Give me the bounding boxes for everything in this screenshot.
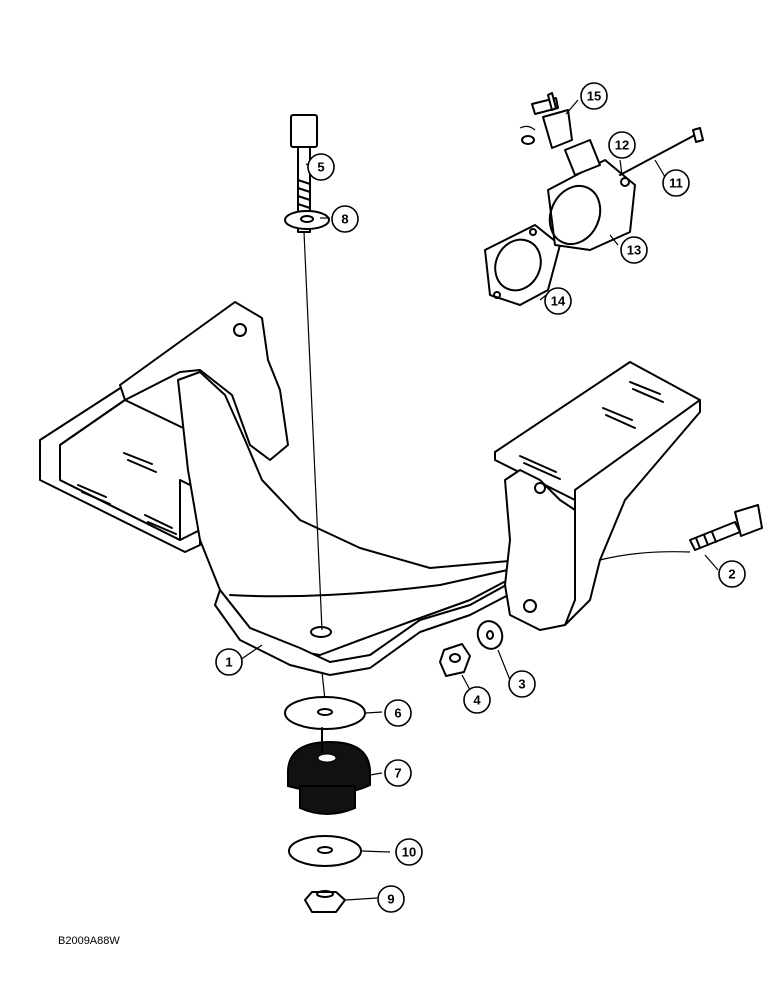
callout-6: 6: [384, 699, 412, 727]
callout-1: 1: [215, 648, 243, 676]
svg-text:8: 8: [341, 212, 348, 227]
callout-8: 8: [331, 205, 359, 233]
callout-14: 14: [544, 287, 572, 315]
callout-12: 12: [608, 131, 636, 159]
washer-3: [476, 620, 504, 650]
callout-9: 9: [377, 885, 405, 913]
svg-text:5: 5: [317, 160, 324, 175]
rubber-isolator: [287, 727, 371, 815]
callout-2: 2: [718, 560, 746, 588]
svg-text:1: 1: [225, 655, 232, 670]
svg-text:6: 6: [394, 706, 401, 721]
bolt-center-line: [303, 231, 323, 631]
nut-9: [304, 890, 346, 913]
callout-11: 11: [662, 169, 690, 197]
lower-center-line: [321, 671, 326, 701]
svg-text:11: 11: [669, 176, 683, 191]
mounting-bracket: [39, 301, 701, 676]
callout-10: 10: [395, 838, 423, 866]
callout-3: 3: [508, 670, 536, 698]
upper-washer: [284, 210, 330, 230]
svg-text:4: 4: [473, 693, 481, 708]
svg-text:3: 3: [518, 677, 525, 692]
svg-text:12: 12: [615, 138, 629, 153]
callout-15: 15: [580, 82, 608, 110]
nut-4: [439, 643, 471, 677]
svg-text:13: 13: [627, 243, 641, 258]
callout-4: 4: [463, 686, 491, 714]
svg-text:15: 15: [587, 89, 601, 104]
svg-text:7: 7: [394, 766, 401, 781]
callout-13: 13: [620, 236, 648, 264]
svg-text:9: 9: [387, 892, 394, 907]
figure-code: B2009A88W: [58, 935, 120, 947]
svg-text:2: 2: [728, 567, 735, 582]
washer-10: [288, 835, 362, 867]
side-bolt: [689, 504, 763, 551]
tube-assembly: [484, 92, 704, 306]
svg-text:10: 10: [402, 845, 416, 860]
callout-5: 5: [307, 153, 335, 181]
svg-text:14: 14: [551, 294, 566, 309]
washer-6: [284, 696, 366, 730]
callout-7: 7: [384, 759, 412, 787]
